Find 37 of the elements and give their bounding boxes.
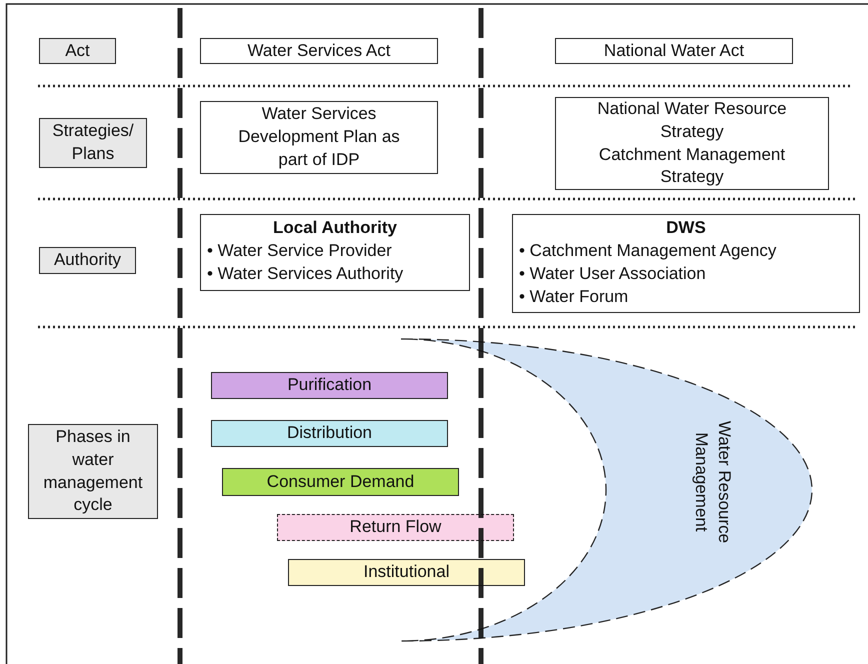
box-text: Return Flow bbox=[350, 516, 442, 538]
box-heading: Local Authority bbox=[272, 217, 398, 239]
text-box bbox=[555, 38, 793, 64]
box-text: Strategies/ Plans bbox=[51, 120, 135, 165]
text-box bbox=[200, 101, 438, 174]
row-label bbox=[28, 424, 158, 519]
text-box bbox=[512, 214, 860, 313]
phase-bar bbox=[211, 372, 448, 399]
box-text: Authority bbox=[54, 249, 122, 272]
phase-bar bbox=[288, 559, 525, 586]
text-box bbox=[200, 214, 470, 291]
box-text: National Water Act bbox=[604, 40, 744, 62]
box-text: Purification bbox=[287, 374, 372, 396]
box-text: Institutional bbox=[364, 561, 450, 584]
box-text: Phases in water management cycle bbox=[42, 426, 144, 516]
list-item: • Water Forum bbox=[519, 286, 630, 308]
row-label bbox=[39, 118, 147, 168]
phase-bar bbox=[277, 514, 514, 541]
list-item: • Catchment Management Agency bbox=[519, 240, 778, 262]
box-heading: DWS bbox=[665, 217, 707, 239]
box-text: Catchment Management Strategy bbox=[598, 144, 786, 188]
box-text: Water Services Development Plan as part of IDP bbox=[237, 103, 401, 171]
box-text: Act bbox=[65, 40, 90, 62]
list-item: • Water Services Authority bbox=[207, 262, 404, 285]
text-box bbox=[200, 38, 438, 64]
phase-bar bbox=[222, 468, 459, 496]
list-item: • Water User Association bbox=[519, 262, 707, 285]
row-label bbox=[39, 247, 136, 274]
box-text: Water Services Act bbox=[248, 40, 390, 62]
row-label bbox=[39, 38, 116, 64]
text-box bbox=[555, 97, 829, 190]
band-label: Water Resource Management bbox=[691, 420, 735, 546]
box-text: National Water Resource Strategy bbox=[596, 98, 788, 143]
box-text: Distribution bbox=[286, 422, 372, 444]
phase-bar bbox=[211, 420, 448, 447]
box-text: Consumer Demand bbox=[266, 470, 414, 493]
list-item: • Water Service Provider bbox=[207, 240, 393, 262]
